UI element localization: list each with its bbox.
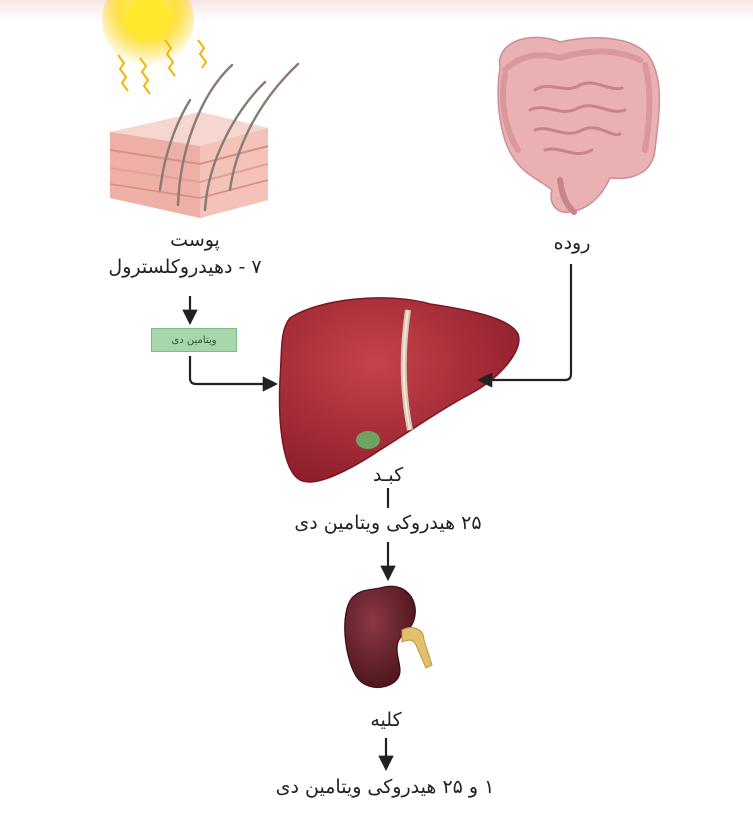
intestine-icon bbox=[498, 37, 659, 212]
intestine-label: روده bbox=[530, 232, 614, 255]
kidney-label: کلیه bbox=[346, 709, 426, 732]
7-dehydrocholesterol-label: ۷ - دهیدروکلسترول bbox=[80, 256, 290, 279]
skin-label: پوست bbox=[140, 229, 250, 252]
1-25-dihydroxyvitamin-d-label: ۱ و ۲۵ هیدروکی ویتامین دی bbox=[220, 776, 550, 799]
kidney-icon bbox=[345, 586, 432, 687]
arrow-vitamin-d-to-liver bbox=[190, 356, 275, 384]
25-hydroxyvitamin-d-label: ۲۵ هیدروکی ویتامین دی bbox=[238, 512, 538, 535]
liver-label: کبـد bbox=[348, 464, 428, 487]
sun-icon bbox=[102, 0, 194, 66]
vitamin-d-badge: ویتامین دی bbox=[151, 328, 237, 352]
skin-cross-section-icon bbox=[110, 64, 298, 218]
liver-icon bbox=[280, 298, 519, 482]
